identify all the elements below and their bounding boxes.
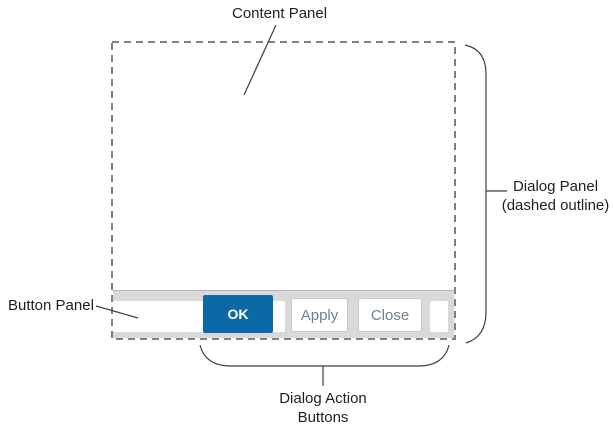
dialog-action-label-line1: Dialog Action bbox=[279, 390, 367, 407]
dialog-action-brace bbox=[199, 344, 450, 367]
content-panel bbox=[113, 43, 454, 290]
button-panel: OK Apply Close bbox=[113, 290, 454, 338]
apply-button[interactable]: Apply bbox=[291, 298, 348, 332]
content-panel-label: Content Panel bbox=[232, 5, 328, 22]
dialog-panel-label: Dialog Panel (dashed outline) bbox=[498, 177, 613, 215]
button-panel-label: Button Panel bbox=[8, 297, 94, 314]
dialog-panel-label-line2: (dashed outline) bbox=[501, 197, 610, 214]
dialog-action-buttons-label: Dialog Action Buttons bbox=[253, 389, 393, 427]
ok-button[interactable]: OK bbox=[203, 295, 273, 333]
dialog-panel-brace bbox=[464, 44, 487, 344]
dialog-action-label-line2: Buttons bbox=[297, 409, 349, 426]
close-button[interactable]: Close bbox=[358, 298, 422, 332]
dialog-panel: OK Apply Close bbox=[111, 41, 456, 340]
dialog-panel-label-line1: Dialog Panel bbox=[512, 178, 599, 195]
button-panel-filler-right bbox=[430, 301, 448, 332]
